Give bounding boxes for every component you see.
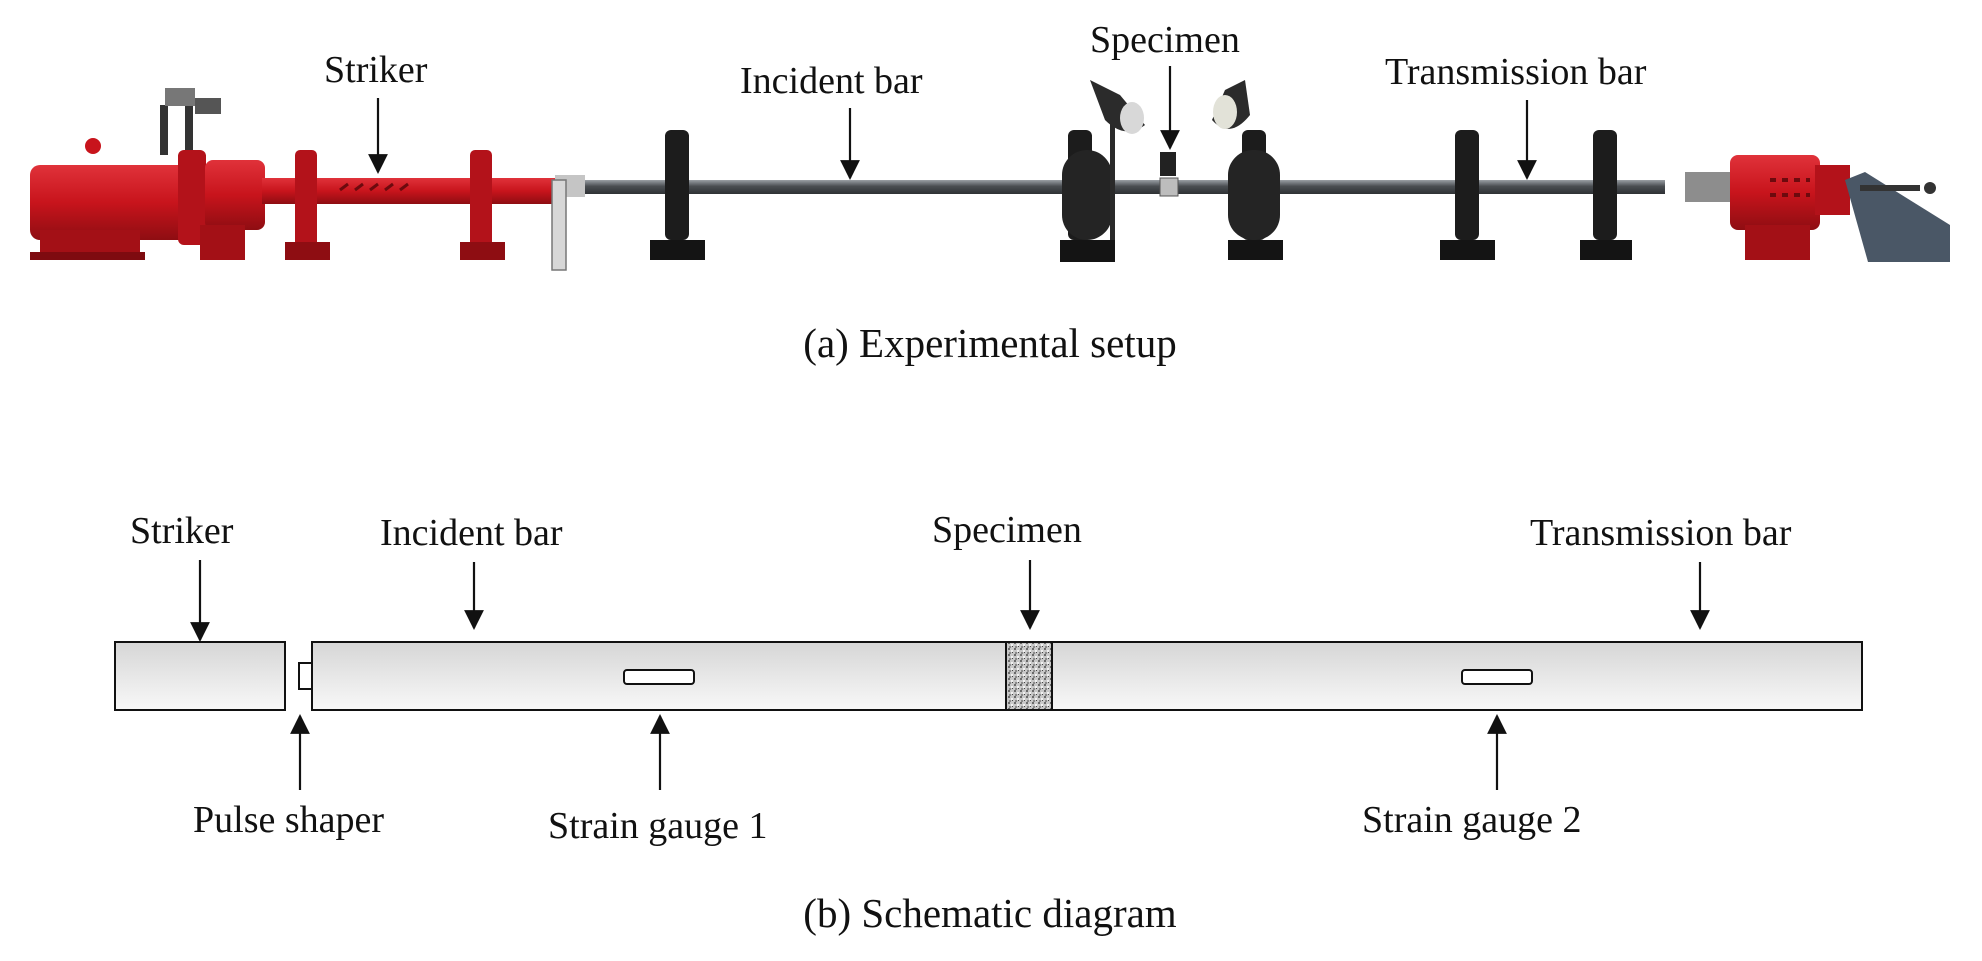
label-b-pulse-shaper: Pulse shaper — [193, 799, 384, 841]
bar-support-4 — [1440, 130, 1495, 260]
label-a-striker: Striker — [324, 49, 428, 91]
incident-bar-photo — [585, 180, 1170, 194]
lamp-right — [1212, 80, 1250, 129]
panel-b-schematic: Striker Incident bar Specimen Transmissi… — [114, 509, 1863, 936]
bar-support-2 — [1060, 130, 1115, 262]
schematic-strain-gauge-1 — [623, 669, 695, 685]
gas-gun-launcher — [30, 88, 585, 271]
label-a-transmission-bar: Transmission bar — [1385, 51, 1647, 93]
label-a-incident-bar: Incident bar — [740, 60, 923, 102]
caption-a: (a) Experimental setup — [803, 320, 1176, 366]
bar-support-1 — [650, 130, 705, 260]
schematic-strain-gauge-2 — [1461, 669, 1533, 685]
absorber — [1685, 155, 1950, 262]
label-b-striker: Striker — [130, 510, 234, 552]
schematic-striker — [114, 641, 286, 711]
specimen-holder-photo — [1160, 152, 1176, 176]
bar-support-5 — [1580, 130, 1632, 260]
panel-a-apparatus: Striker Incident bar Specimen Transmissi… — [30, 19, 1950, 366]
specimen-photo — [1159, 177, 1179, 197]
label-b-strain-gauge-2: Strain gauge 2 — [1362, 799, 1582, 841]
transmission-bar-photo — [1175, 180, 1665, 194]
schematic-transmission-bar — [1051, 641, 1863, 711]
label-b-specimen: Specimen — [932, 509, 1082, 551]
schematic-specimen — [1005, 641, 1053, 711]
schematic-pulse-shaper — [298, 662, 313, 690]
bar-support-3 — [1228, 130, 1283, 260]
label-a-specimen: Specimen — [1090, 19, 1240, 61]
label-b-transmission-bar: Transmission bar — [1530, 512, 1792, 554]
label-b-strain-gauge-1: Strain gauge 1 — [548, 805, 768, 847]
lamp-left — [1090, 80, 1145, 240]
caption-b: (b) Schematic diagram — [803, 890, 1177, 936]
label-b-incident-bar: Incident bar — [380, 512, 563, 554]
